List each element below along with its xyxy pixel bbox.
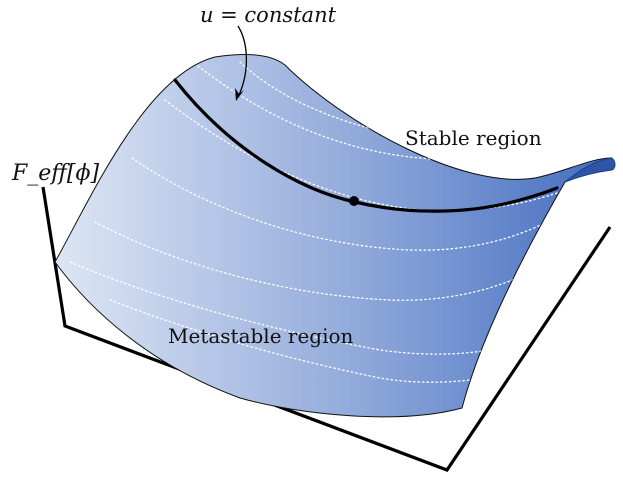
surface-tip: [564, 157, 616, 183]
contour-line: [94, 221, 531, 301]
u-constant-label: u = constant: [200, 3, 337, 27]
u-constant-curve: [173, 78, 559, 213]
y-axis-label: F_eff[ϕ]: [11, 161, 99, 186]
contour-line: [164, 99, 586, 212]
metastable-region-label: Metastable region: [168, 324, 354, 348]
contour-line: [109, 299, 486, 383]
arrow-head: [235, 88, 244, 101]
annotation-arrow: [235, 25, 248, 101]
saddle-surface: [54, 54, 616, 418]
contour-line: [69, 261, 513, 355]
stable-region-label: Stable region: [405, 126, 542, 150]
u-constant-point: [349, 196, 359, 206]
surface-body: [54, 54, 613, 418]
arrow-shaft: [237, 25, 248, 96]
